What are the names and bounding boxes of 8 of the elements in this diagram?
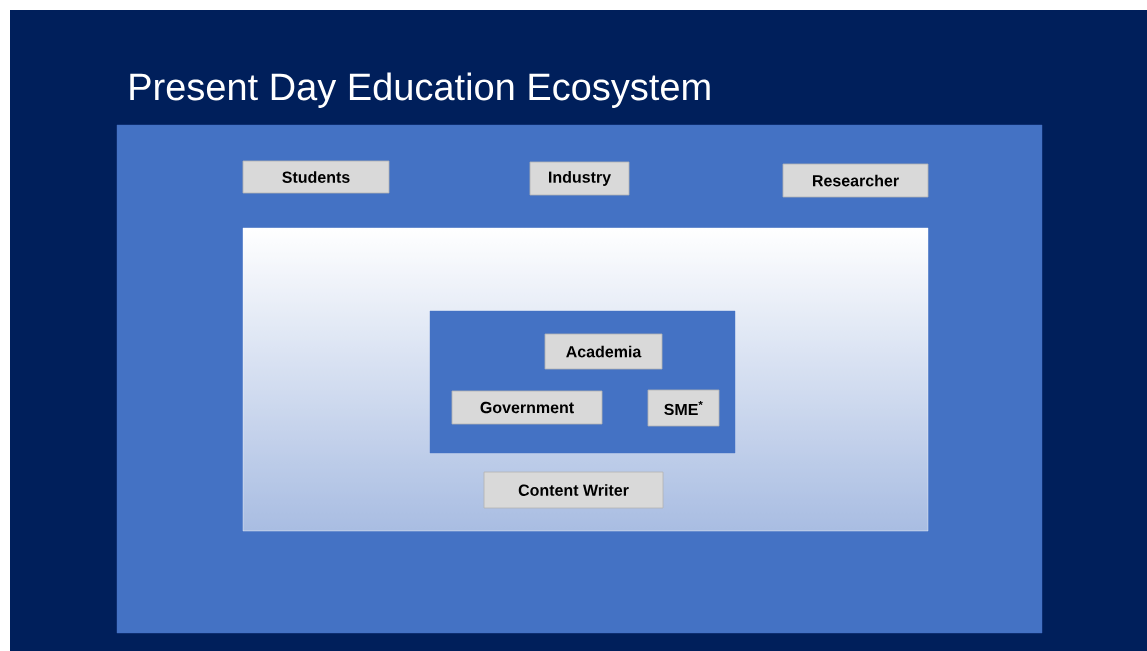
label-box: Government [451, 390, 603, 425]
label-box: SME$^{*}$ [647, 389, 720, 427]
label-box: Industry [529, 161, 630, 196]
label-box: Content Writer [483, 471, 664, 509]
label-box: Researcher [782, 163, 929, 198]
label-box: Academia [544, 333, 663, 370]
slide-title: Present Day Education Ecosystem [130, 72, 710, 108]
label-box: Students [242, 160, 390, 194]
